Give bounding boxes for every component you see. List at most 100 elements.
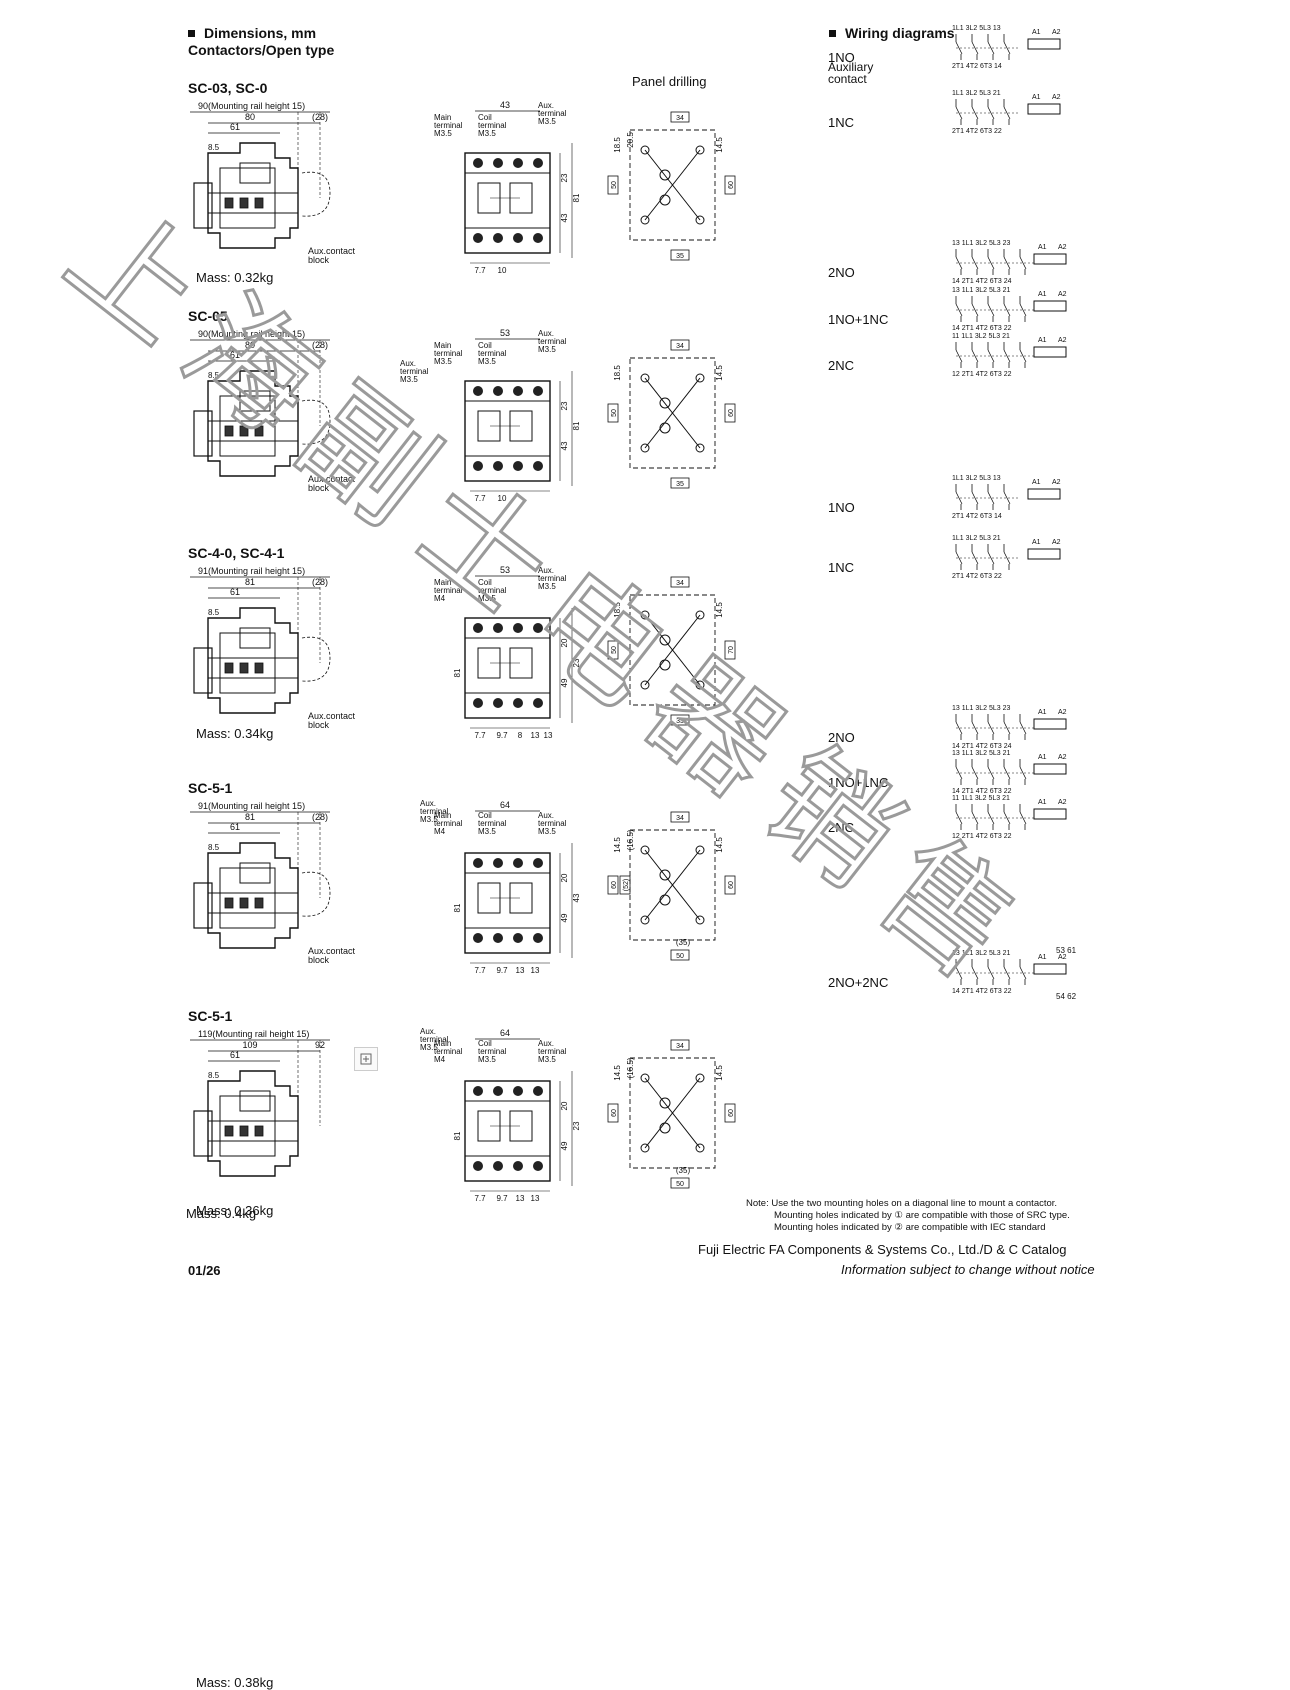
dim-d3: 61 <box>230 122 240 132</box>
terminal-top-labels: 13 1L1 3L2 5L3 21 <box>952 950 1010 957</box>
terminal-bottom-labels-2: 54 62 <box>1056 992 1077 1001</box>
coil-terminal-label: Coil <box>478 578 492 587</box>
terminal-top-labels: 13 1L1 3L2 5L3 21 <box>952 287 1010 294</box>
aux-terminal-label: Aux. <box>538 811 554 820</box>
terminal-top-labels: 13 1L1 3L2 5L3 23 <box>952 705 1010 712</box>
dim-width: 53 <box>500 565 510 575</box>
main-terminal-label: terminal <box>434 349 463 358</box>
side-view-drawing: 90(Mounting rail height 15)80(28)618.5Au… <box>190 329 356 493</box>
aux-terminal-label: terminal <box>538 574 567 583</box>
aux-terminal-left-label: terminal <box>420 807 449 816</box>
drill-v1: 18.5 <box>613 365 622 381</box>
drill-right: 60 <box>728 409 735 417</box>
coil-terminal-label: Coil <box>478 1039 492 1048</box>
page-number: 01/26 <box>188 1263 221 1278</box>
coil-a1: A1 <box>1038 244 1047 251</box>
coil-a1: A1 <box>1038 709 1047 716</box>
dim-rail: 90(Mounting rail height 15) <box>198 329 305 339</box>
aux-terminal-left-label: Aux. <box>420 799 436 808</box>
dim-h3: 23 <box>572 658 581 667</box>
dim-d4: 8.5 <box>208 843 220 852</box>
main-terminal-label: Main <box>434 1039 451 1048</box>
aux-block-label: Aux.contact <box>308 946 356 956</box>
terminal-top-labels: 1L1 3L2 5L3 13 <box>952 25 1001 32</box>
dim-d4: 8.5 <box>208 608 220 617</box>
coil-a1: A1 <box>1032 479 1041 486</box>
mass-label: Mass: 0.32kg <box>196 270 274 285</box>
drill-v1: 14.5 <box>613 837 622 853</box>
side-view-drawing: 90(Mounting rail height 15)80(28)618.5Au… <box>190 101 356 265</box>
catalog-page <box>152 0 1142 1290</box>
model-title: SC-03, SC-0 <box>188 80 268 96</box>
dim-b1: 7.7 <box>474 266 486 275</box>
drill-left2: (52) <box>623 879 630 891</box>
terminal-top-labels: 1L1 3L2 5L3 13 <box>952 475 1001 482</box>
dim-b1: 7.7 <box>474 966 486 975</box>
coil-a2: A2 <box>1052 479 1061 486</box>
dim-d3: 61 <box>230 350 240 360</box>
main-terminal-label: terminal <box>434 819 463 828</box>
coil-a2: A2 <box>1058 799 1067 806</box>
dim-b2: 9.7 <box>496 966 508 975</box>
aux-block-label: Aux.contact <box>308 246 356 256</box>
dim-h4: 81 <box>453 903 462 912</box>
terminal-top-labels: 1L1 3L2 5L3 21 <box>952 535 1001 542</box>
aux-terminal-label: M3.5 <box>538 1055 556 1064</box>
main-terminal-label: Main <box>434 578 451 587</box>
front-view-drawing: 53MainterminalM3.5CoilterminalM3.5Aux.te… <box>400 328 581 503</box>
coil-terminal-label: terminal <box>478 819 507 828</box>
main-terminal-label: Main <box>434 341 451 350</box>
aux-terminal-2-label: M3.5 <box>400 375 418 384</box>
drill-bottom: 50 <box>676 1181 684 1188</box>
dim-rail: 119(Mounting rail height 15) <box>198 1029 309 1039</box>
dim-d4: 8.5 <box>208 1071 220 1080</box>
dim-h2: 43 <box>560 441 569 450</box>
dim-b4: 13 <box>531 966 540 975</box>
drill-v2: 20.5 <box>626 132 635 148</box>
wiring-label: 2NO+2NC <box>828 975 889 990</box>
coil-a1: A1 <box>1038 291 1047 298</box>
aux-block-label: Aux.contact <box>308 711 356 721</box>
dim-width: 53 <box>500 328 510 338</box>
dim-b2: 10 <box>498 494 507 503</box>
dim-b2: 9.7 <box>496 1194 508 1203</box>
dimensions-heading: Dimensions, mm Contactors/Open type <box>188 25 335 58</box>
dim-b2: 9.7 <box>496 731 508 740</box>
coil-terminal-label: terminal <box>478 121 507 130</box>
aux-terminal-left-label: M3.5 <box>420 815 438 824</box>
dim-b5: 13 <box>544 731 553 740</box>
coil-a1: A1 <box>1038 754 1047 761</box>
zoom-icon[interactable] <box>354 1047 378 1071</box>
terminal-bottom-labels: 2T1 4T2 6T3 22 <box>952 128 1002 135</box>
main-terminal-label: M3.5 <box>434 357 452 366</box>
dim-width: 43 <box>500 100 510 110</box>
coil-a2: A2 <box>1058 709 1067 716</box>
terminal-top-labels: 11 1L1 3L2 5L3 21 <box>952 795 1010 802</box>
drill-left: 50 <box>611 646 618 654</box>
wiring-diagram: 13 1L1 3L2 5L3 23 14 2T1 4T2 6T3 24 A1 A2 <box>952 705 1067 750</box>
dim-rail: 91(Mounting rail height 15) <box>198 801 305 811</box>
coil-terminal-label: terminal <box>478 349 507 358</box>
drill-bottom: 35 <box>676 253 684 260</box>
coil-a1: A1 <box>1032 539 1041 546</box>
main-terminal-label: terminal <box>434 586 463 595</box>
dim-h1: 20 <box>560 1101 569 1110</box>
drill-top: 34 <box>676 1043 684 1050</box>
coil-terminal-label: terminal <box>478 586 507 595</box>
dim-h3: 23 <box>572 1121 581 1130</box>
aux-terminal-label: Aux. <box>538 329 554 338</box>
model-title: SC-5-1 <box>188 780 233 796</box>
drill-left: 60 <box>611 881 618 889</box>
drill-right: 70 <box>728 646 735 654</box>
terminal-bottom-labels: 14 2T1 4T2 6T3 24 <box>952 743 1012 750</box>
aux-terminal-label: terminal <box>538 819 567 828</box>
drill-top: 34 <box>676 580 684 587</box>
aux-block-label: block <box>308 720 330 730</box>
dim-h2: 49 <box>560 913 569 922</box>
